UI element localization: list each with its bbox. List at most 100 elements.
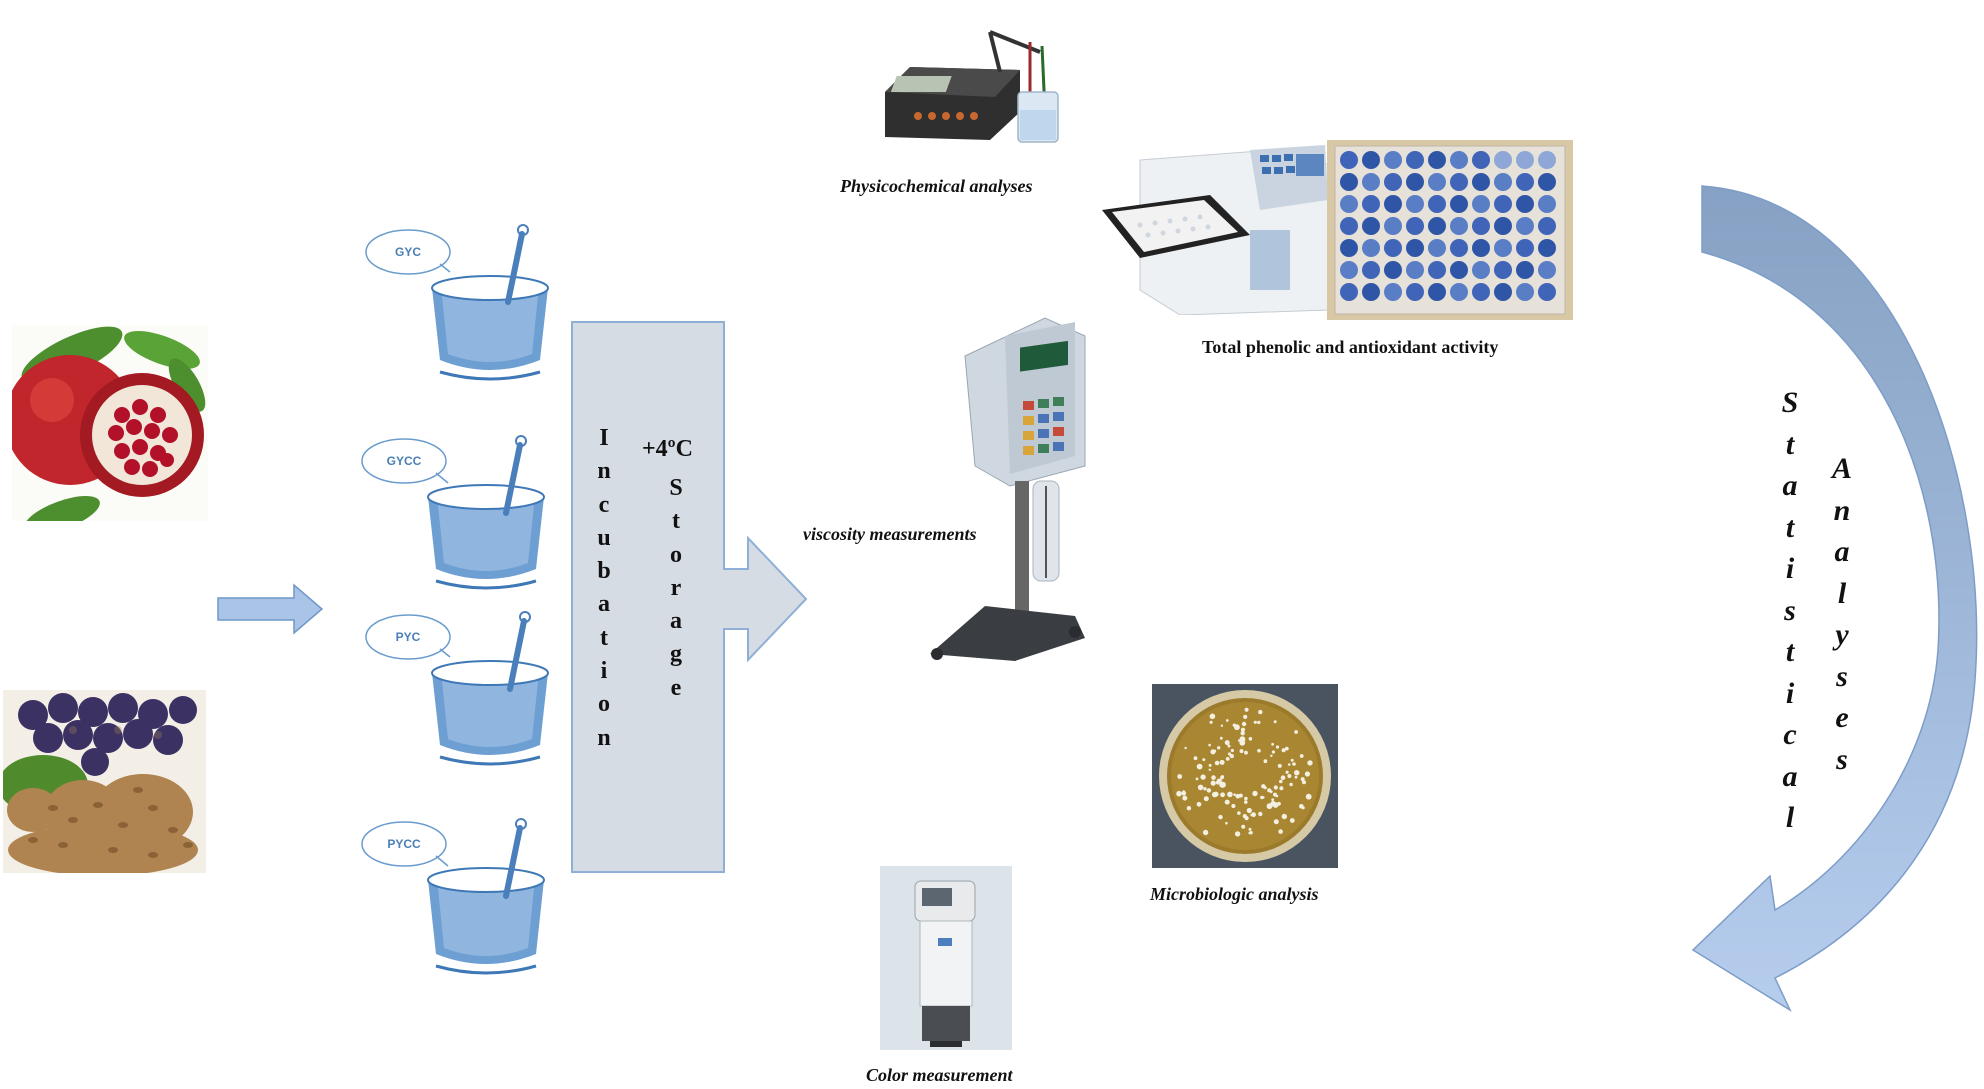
colony-dot	[1275, 794, 1279, 798]
plate-well	[1450, 195, 1468, 213]
pot-gyc: GYC	[365, 224, 549, 381]
colony-dot	[1296, 771, 1300, 775]
colony-dot	[1273, 819, 1279, 825]
plate-well	[1538, 217, 1556, 235]
storage-letter: a	[670, 608, 682, 635]
colony-dot	[1177, 774, 1183, 779]
colony-dot	[1208, 763, 1212, 767]
colony-dot	[1182, 795, 1188, 801]
plate-well	[1362, 261, 1380, 279]
colony-dot	[1279, 779, 1283, 784]
colony-dot	[1203, 787, 1207, 791]
plate-well	[1362, 195, 1380, 213]
plate-well	[1340, 217, 1358, 235]
colony-dot	[1244, 707, 1249, 712]
colony-dot	[1220, 775, 1224, 780]
statistical-letter: t	[1785, 427, 1795, 461]
colony-dot	[1253, 720, 1257, 724]
colony-dot	[1182, 790, 1186, 793]
analyses-letter: y	[1835, 618, 1849, 651]
pot-pyc: PYC	[365, 611, 549, 766]
colony-dot	[1278, 829, 1283, 834]
analyses-letter: e	[1835, 701, 1849, 734]
colony-dot	[1300, 777, 1305, 782]
colony-dot	[1242, 814, 1247, 819]
colony-dot	[1269, 790, 1273, 794]
colony-dot	[1244, 796, 1248, 801]
colony-dot	[1233, 793, 1236, 796]
colony-dot	[1246, 807, 1252, 814]
colony-dot	[1258, 709, 1263, 715]
colony-dot	[1211, 775, 1216, 780]
incubation-letter: i	[600, 658, 608, 685]
storage-letter: r	[670, 574, 682, 601]
plate-well	[1450, 239, 1468, 257]
colony-dot	[1196, 763, 1203, 770]
incubation-letter: o	[598, 691, 610, 718]
plate-well	[1472, 195, 1490, 213]
colony-dot	[1240, 731, 1245, 736]
plate-well	[1340, 151, 1358, 169]
colony-dot	[1209, 713, 1216, 720]
colony-dot	[1238, 739, 1241, 742]
colony-dot	[1302, 780, 1306, 785]
plate-well	[1494, 217, 1512, 235]
colony-dot	[1289, 782, 1293, 787]
plate-well	[1516, 151, 1534, 169]
colony-dot	[1294, 775, 1298, 779]
viscometer-image	[930, 317, 1086, 661]
plate-well	[1472, 261, 1490, 279]
plate-well	[1516, 261, 1534, 279]
analyses-letter: s	[1836, 659, 1848, 693]
plate-well	[1538, 283, 1556, 301]
colony-dot	[1304, 771, 1310, 777]
colony-dot	[1186, 806, 1192, 811]
colony-dot	[1241, 824, 1246, 829]
colony-dot	[1225, 757, 1230, 761]
colony-dot	[1208, 743, 1211, 747]
storage-letter: S	[669, 475, 683, 501]
plate-well	[1384, 239, 1402, 257]
plate-well	[1472, 173, 1490, 191]
colony-dot	[1244, 800, 1248, 804]
incubation-letter: I	[599, 425, 609, 451]
storage-letter: o	[670, 541, 682, 568]
colony-dot	[1277, 763, 1282, 768]
color-caption: Color measurement	[866, 1065, 1013, 1085]
incubation-letter: c	[598, 491, 610, 518]
analyses-letter: n	[1833, 493, 1851, 527]
plate-well	[1406, 283, 1424, 301]
colony-dot	[1277, 801, 1281, 806]
colony-dot	[1195, 777, 1199, 781]
incubation-letter: u	[597, 524, 611, 551]
colony-dot	[1219, 759, 1225, 765]
colony-dot	[1239, 749, 1244, 754]
pot-label-pycc: PYCC	[387, 837, 421, 851]
colony-dot	[1258, 811, 1263, 817]
colony-dot	[1227, 791, 1233, 798]
plate-well	[1516, 195, 1534, 213]
colony-dot	[1224, 799, 1230, 805]
plate-well	[1450, 173, 1468, 191]
plate-well	[1538, 239, 1556, 257]
statistical-letter: l	[1785, 801, 1795, 834]
plate-well	[1384, 195, 1402, 213]
storage-label: S t o r a g e	[662, 472, 690, 705]
colony-dot	[1243, 714, 1248, 719]
colony-dot	[1237, 811, 1241, 815]
plate-well	[1450, 217, 1468, 235]
incubation-letter: n	[597, 724, 611, 751]
plate-well	[1450, 261, 1468, 279]
colony-dot	[1220, 792, 1225, 798]
well-plate-image	[1327, 140, 1573, 320]
colony-dot	[1176, 790, 1182, 797]
colony-dot	[1271, 742, 1274, 746]
colony-dot	[1227, 744, 1231, 748]
colony-dot	[1238, 793, 1243, 798]
statistical-letter: t	[1785, 635, 1795, 668]
colony-dot	[1197, 784, 1204, 791]
colorimeter-image	[880, 866, 1012, 1050]
colony-dot	[1214, 760, 1220, 766]
colony-dot	[1279, 786, 1284, 791]
plate-well	[1406, 173, 1424, 191]
